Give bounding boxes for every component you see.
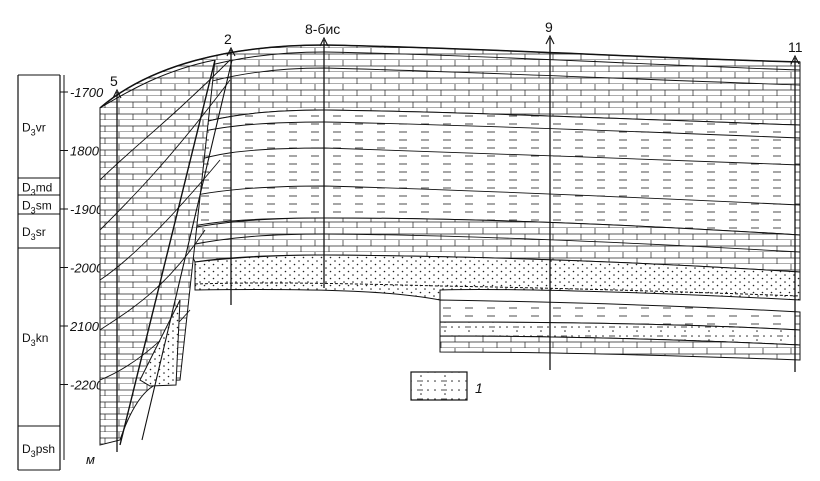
well-label: 11 <box>788 39 803 55</box>
strat-unit-sr: D3sr <box>22 225 46 242</box>
well-label: 9 <box>545 19 553 35</box>
depth-tick-label: -1900 <box>70 202 104 217</box>
strat-unit-psh: D3psh <box>22 442 55 459</box>
sandstone-package <box>194 254 801 361</box>
depth-tick-label: 1800 <box>70 144 100 159</box>
well-4: 9 <box>545 19 555 370</box>
legend-number: 1 <box>475 380 483 396</box>
legend: 1 <box>410 371 483 401</box>
depth-tick-label: -1700 <box>70 85 104 100</box>
well-label: 2 <box>224 31 232 47</box>
strat-unit-kn: D3kn <box>22 331 48 348</box>
depth-scale: -1700 1800 -1900 -2000 2100 -2200 м <box>60 75 104 467</box>
strat-unit-md: D3md <box>22 181 52 198</box>
well-5: 11 <box>788 39 803 372</box>
well-1: 5 <box>110 73 122 452</box>
depth-tick-label: -2200 <box>70 378 104 393</box>
strat-unit-sm: D3sm <box>22 199 52 216</box>
well-2: 2 <box>224 31 236 305</box>
well-label: 5 <box>110 73 118 89</box>
depth-tick-label: -2000 <box>70 261 104 276</box>
fault <box>119 59 233 446</box>
well-label: 8-бис <box>305 21 340 37</box>
wells: 5 2 8-бис 9 11 <box>110 19 803 452</box>
strat-unit-vr: D3vr <box>22 121 46 138</box>
depth-tick-label: 2100 <box>69 319 100 334</box>
well-3: 8-бис <box>305 21 340 288</box>
depth-unit: м <box>86 452 95 467</box>
